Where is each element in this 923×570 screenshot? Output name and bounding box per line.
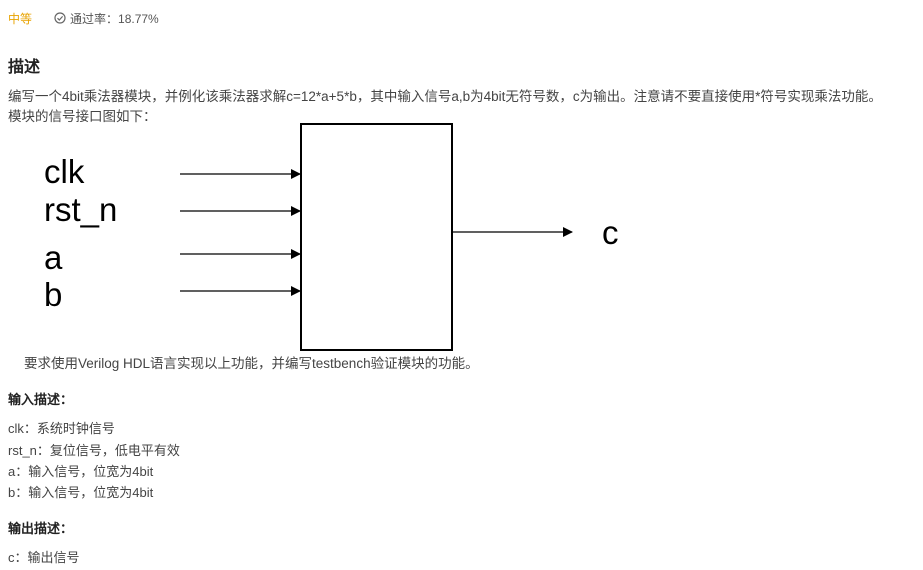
input-desc-title: 输入描述： — [8, 392, 74, 407]
input-desc-line: b：输入信号，位宽为4bit — [8, 485, 154, 500]
rst-n-label: rst_n — [44, 191, 118, 228]
difficulty-badge: 中等 — [8, 11, 33, 26]
module-box — [300, 123, 453, 351]
requirement-text: 要求使用Verilog HDL语言实现以上功能，并编写testbench验证模块… — [24, 356, 479, 371]
pass-rate: 通过率：18.77% — [54, 10, 159, 27]
description-line-1: 编写一个4bit乘法器模块，并例化该乘法器求解c=12*a+5*b，其中输入信号… — [8, 89, 882, 104]
clk-label: clk — [44, 153, 85, 190]
diagram-graphics — [180, 123, 573, 351]
input-desc-line: a：输入信号，位宽为4bit — [8, 464, 154, 479]
pass-rate-text: 通过率：18.77% — [70, 11, 159, 26]
input-desc-line: rst_n：复位信号，低电平有效 — [8, 443, 180, 458]
c-label: c — [602, 214, 619, 251]
description-title: 描述 — [8, 59, 41, 76]
description-line-2: 模块的信号接口图如下： — [8, 109, 157, 124]
b-label: b — [44, 276, 63, 313]
signal-interface-diagram: clk rst_n a b c — [0, 115, 923, 355]
output-desc-line: c：输出信号 — [8, 550, 80, 565]
problem-meta: 中等 通过率：18.77% — [8, 9, 159, 27]
check-circle-icon — [54, 12, 66, 24]
a-label: a — [44, 239, 63, 276]
output-desc-title: 输出描述： — [8, 521, 74, 536]
input-desc-line: clk：系统时钟信号 — [8, 421, 115, 436]
